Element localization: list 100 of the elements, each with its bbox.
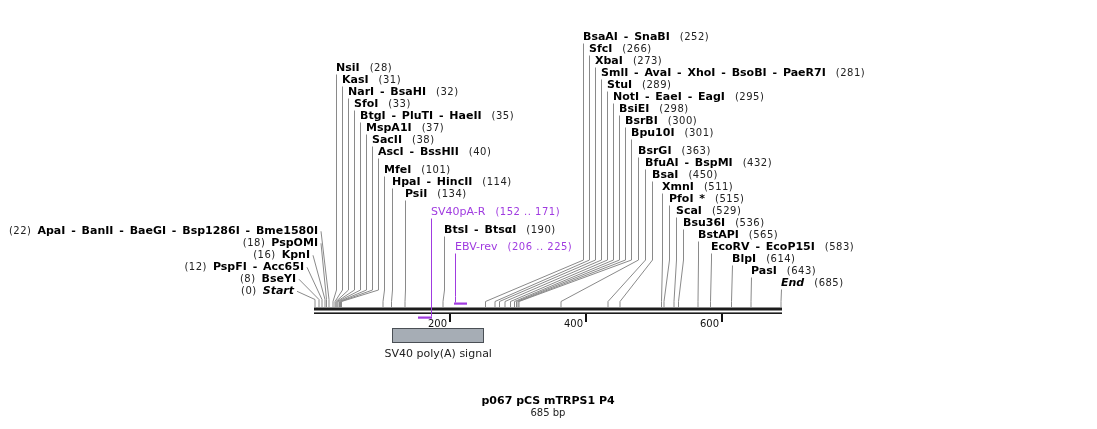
site-position: (583) (824, 239, 855, 253)
site-position: (300) (667, 114, 698, 127)
primer-label: SV40pA-R (431, 204, 486, 218)
feature-label: SV40 poly(A) signal (384, 347, 492, 360)
enzyme-label: PspOMI (271, 235, 318, 249)
site-position: (565) (748, 228, 779, 241)
site-position: (529) (711, 204, 742, 217)
site-position: (38) (412, 133, 435, 146)
enzyme-label: ApaI - BanII - BaeGI - Bsp1286I - Bme1580I (37, 223, 318, 237)
enzyme-label: AscI - BssHII (378, 144, 459, 158)
enzyme-label: ScaI (676, 203, 702, 217)
leader-line (731, 265, 733, 308)
map-title: p067 pCS mTRPS1 P4 (481, 394, 615, 407)
leader-line (431, 218, 432, 317)
leader-line (320, 242, 327, 308)
enzyme-label: SfoI (354, 96, 379, 110)
site-position: (0) (241, 284, 257, 297)
site-position: (298) (659, 101, 689, 115)
leader-line (673, 217, 677, 308)
site-position: (536) (735, 216, 765, 229)
enzyme-label: BstAPI (698, 227, 739, 241)
site-position: (37) (421, 120, 445, 134)
enzyme-label: HpaI - HincII (392, 174, 473, 188)
site-position: (685) (814, 276, 844, 289)
leader-line (339, 134, 367, 308)
leader-line (391, 188, 393, 308)
site-position: (35) (491, 108, 515, 122)
enzyme-label: SacII (372, 132, 403, 146)
site-position: (450) (688, 168, 718, 181)
enzyme-label: BsaI (652, 167, 679, 181)
enzyme-label: BsrGI (638, 143, 672, 157)
leader-line (697, 241, 699, 308)
site-position: (511) (703, 180, 734, 193)
site-position: (363) (681, 143, 711, 157)
enzyme-label: Bpu10I (631, 125, 675, 139)
leader-line (750, 277, 752, 308)
enzyme-label: BseYI (261, 271, 296, 285)
enzyme-label: NarI - BsaHI (348, 84, 427, 98)
enzyme-label: BtsI - BtsαI (444, 222, 517, 236)
leader-line (341, 158, 379, 308)
primer-range: (152 .. 171) (495, 204, 561, 218)
site-position: (28) (369, 60, 393, 74)
leader-line (306, 266, 323, 308)
site-position: (114) (482, 174, 512, 188)
leader-line (336, 110, 355, 308)
site-position: (289) (642, 77, 672, 91)
enzyme-label: BlpI (732, 251, 757, 265)
sequence-end-label: Start (262, 283, 294, 297)
enzyme-label: EcoRV - EcoP15I (711, 239, 815, 253)
enzyme-label: BsrBI (625, 113, 658, 127)
leader-line (661, 193, 663, 308)
sequence-end-label: End (781, 275, 805, 289)
leader-line (296, 290, 316, 308)
enzyme-label: PasI (751, 263, 777, 277)
primer-bar (454, 302, 467, 305)
site-position: (295) (734, 89, 765, 103)
enzyme-label: SmlI - AvaI - XhoI - BsoBI - PaeR7I (601, 65, 826, 79)
enzyme-label: NsiI (336, 60, 360, 74)
leader-line (678, 229, 684, 308)
site-position: (12) (184, 259, 207, 273)
leader-line (298, 278, 320, 308)
leader-line (780, 289, 782, 308)
enzyme-label: BtgI - PluTI - HaeII (360, 108, 482, 122)
site-position: (31) (378, 73, 402, 86)
enzyme-label: Bsu36I (683, 215, 726, 229)
enzyme-label: XbaI (595, 53, 623, 67)
enzyme-label: SfcI (589, 41, 613, 55)
leader-line (560, 157, 639, 308)
site-position: (16) (253, 248, 276, 261)
primer-range: (206 .. 225) (507, 239, 573, 253)
site-position: (301) (684, 126, 714, 139)
site-position: (134) (437, 186, 467, 200)
enzyme-label: StuI (607, 77, 633, 91)
leader-line (382, 176, 385, 308)
primer-label: EBV-rev (455, 239, 498, 253)
enzyme-label: NotI - EaeI - EagI (613, 89, 725, 103)
dna-backbone (314, 307, 782, 314)
site-position: (432) (742, 155, 773, 169)
enzyme-label: PfoI * (669, 191, 706, 205)
enzyme-label: MspA1I (366, 120, 412, 134)
primer-bar (418, 316, 432, 319)
enzyme-label: PspFI - Acc65I (212, 259, 304, 273)
leader-line (337, 122, 361, 308)
enzyme-label: BfuAI - BspMI (645, 155, 733, 169)
site-position: (32) (436, 84, 459, 98)
site-position: (101) (421, 162, 451, 176)
enzyme-label: KasI (342, 72, 369, 86)
scale-label: 200 (427, 319, 447, 328)
site-position: (8) (239, 272, 256, 285)
leader-line (320, 230, 330, 308)
enzyme-label: BsaAI - SnaBI (583, 29, 670, 43)
leader-line (312, 254, 326, 308)
enzyme-label: MfeI (384, 162, 412, 176)
site-position: (614) (766, 251, 796, 265)
leader-line (335, 98, 349, 308)
site-position: (22) (8, 223, 32, 237)
site-position: (273) (632, 54, 663, 67)
site-position: (33) (388, 96, 411, 110)
leader-line (710, 253, 712, 308)
leader-line (334, 86, 343, 308)
